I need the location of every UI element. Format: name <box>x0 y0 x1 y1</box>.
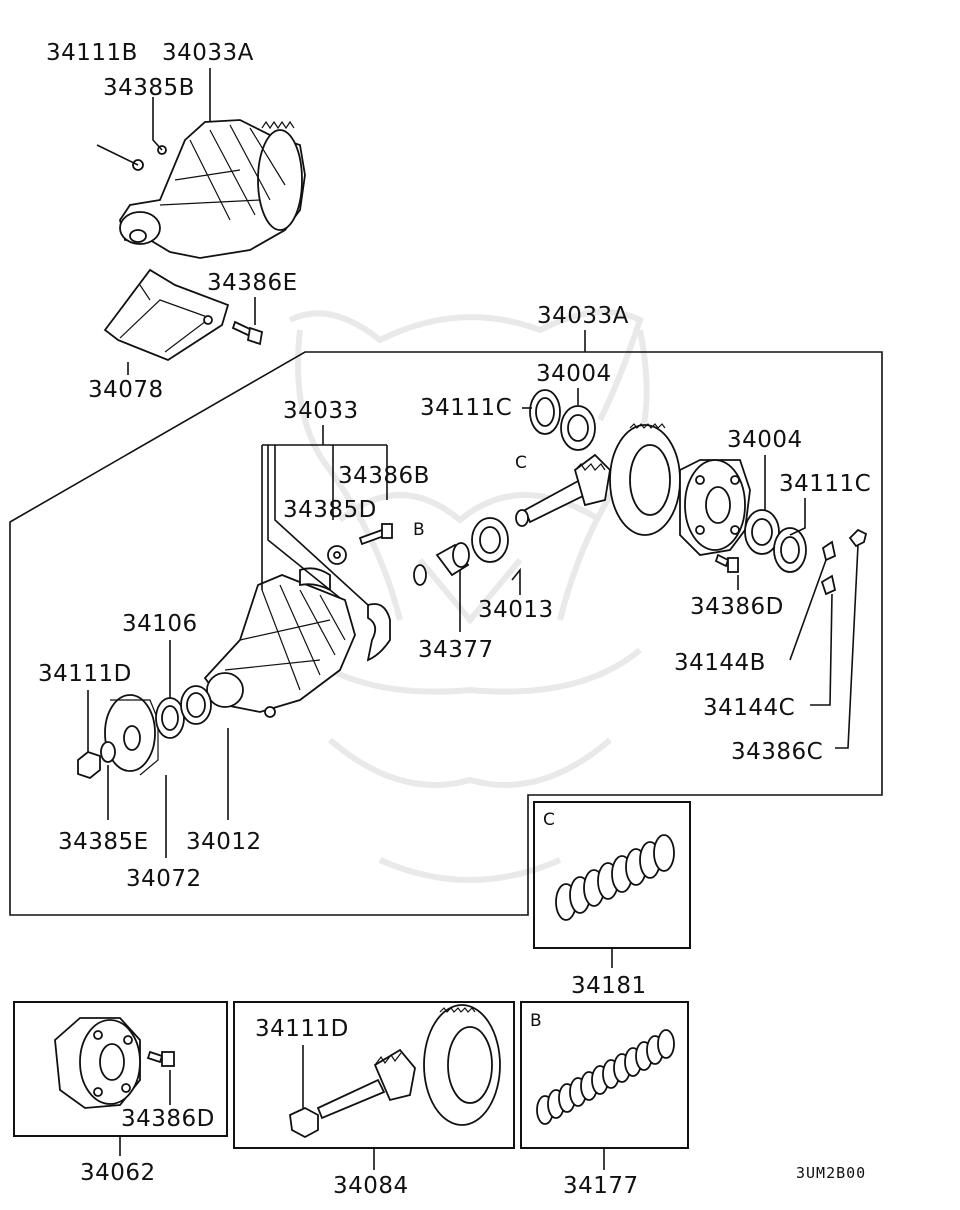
label-34177: 34177 <box>563 1173 639 1199</box>
bearing-34004-lower-drawing <box>744 509 780 555</box>
label-34385D: 34385D <box>283 497 377 523</box>
seal-34106-drawing <box>155 697 185 739</box>
snap-ring-B-drawing <box>413 564 427 586</box>
housing-bracket-lines <box>261 425 388 606</box>
bolt-34386D-box-drawing <box>146 1050 175 1105</box>
diff-case-drawing <box>679 459 751 556</box>
label-34072: 34072 <box>126 866 202 892</box>
label-34386D: 34386D <box>690 594 784 620</box>
label-34111C-upper: 34111C <box>420 395 512 421</box>
label-34386B: 34386B <box>338 463 430 489</box>
leader-lines <box>87 68 859 858</box>
ring-gear-drawing <box>609 423 681 536</box>
label-34386D-box: 34386D <box>121 1106 215 1132</box>
gear-set-34084-drawing <box>289 1004 501 1139</box>
label-34385E: 34385E <box>58 829 149 855</box>
bearing-34004-upper-drawing <box>560 405 596 451</box>
spacer-kit-34181-drawing <box>555 834 675 921</box>
washer-34385D-drawing <box>327 545 347 565</box>
label-34111D: 34111D <box>38 661 132 687</box>
clips-34144-drawing <box>820 528 868 596</box>
ref-letter-C-box: C <box>543 810 555 830</box>
carrier-assembly-drawing <box>119 119 306 259</box>
label-34004-upper: 34004 <box>536 361 612 387</box>
bearing-34012-drawing <box>180 685 212 725</box>
label-34084: 34084 <box>333 1173 409 1199</box>
label-34144B: 34144B <box>674 650 766 676</box>
label-34012: 34012 <box>186 829 262 855</box>
label-34106: 34106 <box>122 611 198 637</box>
label-34111C-lower: 34111C <box>779 471 871 497</box>
ref-letter-C: C <box>515 453 527 473</box>
race-34111C-upper-drawing <box>529 389 561 435</box>
label-34386C: 34386C <box>731 739 823 765</box>
diagram-code: 3UM2B00 <box>796 1164 866 1182</box>
label-34386E: 34386E <box>207 270 298 296</box>
bolt-34386D-drawing <box>714 553 739 573</box>
label-34078: 34078 <box>88 377 164 403</box>
label-34033A-top: 34033A <box>162 40 254 66</box>
label-34385B: 34385B <box>103 75 195 101</box>
diff-case-34062-drawing <box>54 1017 141 1109</box>
bracket-34078-drawing <box>103 268 230 362</box>
race-34111C-lower-drawing <box>773 527 807 573</box>
collar-34377-drawing <box>435 542 470 577</box>
label-34013: 34013 <box>478 597 554 623</box>
ref-letter-B: B <box>413 520 425 540</box>
label-34181: 34181 <box>571 973 647 999</box>
nut-34111D-drawing <box>77 750 101 780</box>
label-34111B: 34111B <box>46 40 138 66</box>
label-34062: 34062 <box>80 1160 156 1186</box>
exploded-frame-outline <box>9 351 883 916</box>
flange-34072-drawing <box>104 694 159 776</box>
label-34004-lower: 34004 <box>727 427 803 453</box>
bolt-34386E-drawing <box>231 320 264 346</box>
ref-letter-B-box: B <box>530 1011 542 1031</box>
shim-kit-34177-drawing <box>536 1029 675 1125</box>
bearing-34013-drawing <box>471 517 509 563</box>
bolt-34386B-drawing <box>358 523 393 546</box>
housing-34033-drawing <box>203 567 391 718</box>
label-34111D-box: 34111D <box>255 1016 349 1042</box>
label-34033: 34033 <box>283 398 359 424</box>
washer-34385E-drawing <box>100 741 116 763</box>
label-34033A-frame: 34033A <box>537 303 629 329</box>
label-34144C: 34144C <box>703 695 795 721</box>
label-34377: 34377 <box>418 637 494 663</box>
pinion-shaft-drawing <box>515 453 611 527</box>
